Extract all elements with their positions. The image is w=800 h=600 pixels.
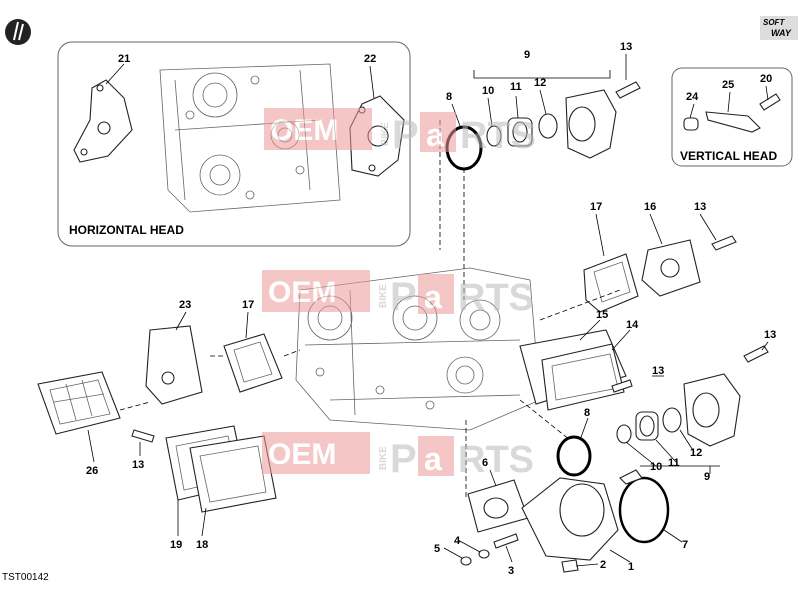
callout-25: 25 (722, 79, 734, 91)
vertical-head-label: VERTICAL HEAD (680, 149, 777, 163)
bolt-part-13-lower (611, 379, 633, 393)
gasket-part-18 (189, 435, 277, 513)
watermark-row-bottom: OEM BIKE P a RTS (262, 432, 534, 481)
callout-18: 18 (196, 539, 208, 551)
callout-8-upper: 8 (446, 91, 452, 103)
callout-24: 24 (686, 91, 699, 103)
flange-part-9-lower (683, 373, 741, 447)
callout-2: 2 (600, 559, 606, 571)
cylinder-head-drawing (295, 267, 541, 431)
callout-6: 6 (482, 457, 488, 469)
callout-13-left: 13 (132, 459, 144, 471)
gasket-part-17-upper (583, 253, 639, 313)
callout-10-lower: 10 (650, 461, 662, 473)
sleeve-part-24 (683, 117, 699, 131)
reed-valve-part-26 (37, 371, 121, 435)
callout-21: 21 (118, 53, 130, 65)
watermark-a: a (424, 279, 442, 315)
watermark-oem: OEM (270, 114, 338, 147)
stud-part-3 (493, 533, 519, 549)
gasket-part-6 (467, 479, 529, 533)
screw-part-20 (759, 93, 781, 111)
callout-13-mid: 13 (694, 201, 706, 213)
watermark-rts: RTS (460, 115, 536, 157)
bearing-part-11-upper (507, 117, 533, 147)
logo-line2: WAY (771, 28, 792, 38)
logo-line1: SOFT (763, 18, 785, 27)
oring-part-8-lower (556, 435, 592, 477)
nut-part-5 (460, 556, 472, 566)
watermark-bike: BIKE (380, 122, 391, 146)
callout-16: 16 (644, 201, 656, 213)
assembly-lines (119, 120, 621, 500)
cover-part-16 (641, 239, 701, 297)
callout-9-upper: 9 (524, 49, 530, 61)
watermark-oem: OEM (268, 276, 336, 309)
callout-1: 1 (628, 561, 634, 573)
callout-13-upper: 13 (620, 41, 632, 53)
callout-22: 22 (364, 53, 376, 65)
callout-19: 19 (170, 539, 182, 551)
circlip-part-10-upper (486, 125, 502, 147)
watermark-bike: BIKE (378, 446, 389, 470)
washer-part-4 (478, 549, 490, 559)
watermark-row-middle: OEM BIKE P a RTS (262, 270, 534, 319)
seal-part-12-lower (662, 407, 682, 433)
diagram-code: TST00142 (2, 572, 49, 583)
callout-9-lower: 9 (704, 471, 710, 483)
callout-20: 20 (760, 73, 772, 85)
softway-logo: SOFT WAY (760, 16, 798, 40)
watermark-oem: OEM (268, 438, 336, 471)
oem-bike-parts-watermark: OEM BIKE P a RTS OEM BIKE P a RTS OEM BI… (262, 108, 536, 481)
callout-labels: 21 22 9 13 8 10 11 12 24 25 20 17 16 13 … (86, 41, 776, 577)
bolt-part-13-right (743, 345, 769, 363)
bolt-part-13-upper (615, 81, 641, 99)
corner-badge-icon (5, 19, 31, 45)
callout-7: 7 (682, 539, 688, 551)
watermark-a: a (426, 117, 444, 153)
watermark-bike: BIKE (378, 284, 389, 308)
watermark-row-top: OEM BIKE P a RTS (264, 108, 536, 157)
watermark-rts: RTS (458, 439, 534, 481)
bolt-part-13-mid (711, 235, 737, 251)
watermark-p: P (392, 113, 419, 157)
callout-17-upper: 17 (590, 201, 602, 213)
manifold-part-1 (521, 477, 619, 561)
vertical-head-box: VERTICAL HEAD (671, 67, 793, 167)
callout-12-upper: 12 (534, 77, 546, 89)
callout-13-lower: 13 (652, 365, 664, 377)
cover-plate-part-21 (73, 79, 133, 163)
watermark-p: P (390, 437, 417, 481)
watermark-p: P (390, 275, 417, 319)
callout-17-left: 17 (242, 299, 254, 311)
nut-part-2 (561, 559, 579, 573)
callout-13-right: 13 (764, 329, 776, 341)
callout-23: 23 (179, 299, 191, 311)
callout-8-lower: 8 (584, 407, 590, 419)
callout-26: 26 (86, 465, 98, 477)
callout-4: 4 (454, 535, 461, 547)
callout-10-upper: 10 (482, 85, 494, 97)
callout-3: 3 (508, 565, 514, 577)
seal-part-12-upper (538, 113, 558, 139)
bracket-part-25 (705, 111, 761, 133)
horizontal-head-label: HORIZONTAL HEAD (69, 223, 184, 237)
clamp-part-7 (618, 469, 670, 544)
watermark-rts: RTS (458, 277, 534, 319)
callout-15: 15 (596, 309, 608, 321)
gasket-part-17-left (223, 333, 283, 393)
bearing-part-11-lower (635, 411, 659, 441)
callout-14: 14 (626, 319, 639, 331)
leader-lines (87, 54, 769, 567)
flange-part-9-upper (565, 89, 617, 159)
callout-11-upper: 11 (510, 81, 522, 93)
bolt-part-13-left (131, 429, 155, 443)
circlip-part-10-lower (616, 424, 632, 444)
callout-12-lower: 12 (690, 447, 702, 459)
callout-11-lower: 11 (668, 457, 680, 469)
watermark-a: a (424, 441, 442, 477)
bracket-part-23 (145, 325, 203, 405)
callout-5: 5 (434, 543, 440, 555)
